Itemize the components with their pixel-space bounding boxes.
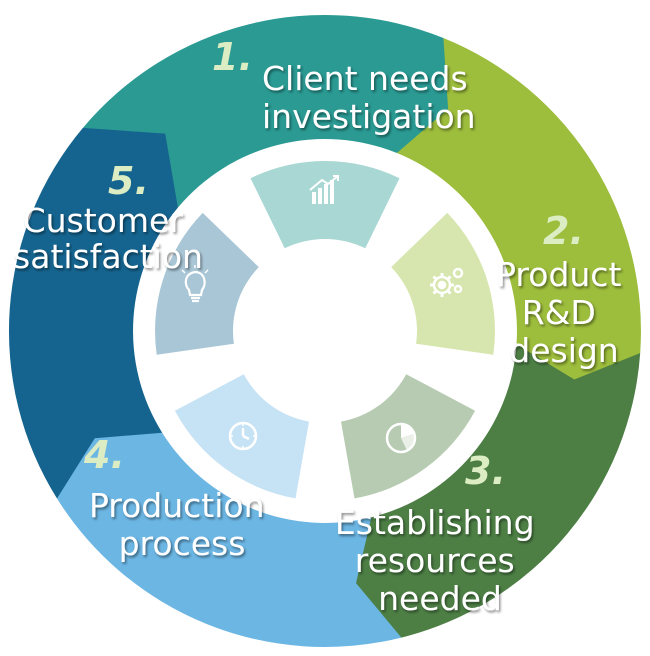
step-5-inner-segment xyxy=(155,212,259,355)
clock-icon xyxy=(228,421,258,451)
step-4-label: Production process xyxy=(89,486,275,563)
step-5-number: 5. xyxy=(108,159,149,203)
step-1-number: 1. xyxy=(212,35,253,79)
bar-chart-growth-icon xyxy=(309,175,339,204)
step-3-label-line-2: resources xyxy=(355,541,515,580)
step-5-outer-segment xyxy=(8,127,178,499)
step-3-outer-segment xyxy=(338,344,641,638)
step-2-label-line-3: design xyxy=(509,331,618,370)
step-5-label: Customer satisfaction xyxy=(13,201,203,276)
lightbulb-icon xyxy=(181,265,209,303)
step-1-label: Client needs investigation xyxy=(262,59,478,136)
step-4-label-line-1: Production xyxy=(89,486,265,525)
step-4-inner-segment xyxy=(174,374,309,499)
step-3-label-line-1: Establishing xyxy=(335,503,535,542)
step-4-outer-segment xyxy=(57,422,402,647)
step-5-label-line-2: satisfaction xyxy=(13,237,203,276)
step-3-number: 3. xyxy=(465,449,506,493)
step-1-inner-segment xyxy=(250,161,400,249)
step-1-label-line-1: Client needs xyxy=(262,59,468,98)
step-4-number: 4. xyxy=(83,433,125,477)
step-labels: Client needs investigation Product R&D d… xyxy=(13,59,632,618)
step-1-label-line-2: investigation xyxy=(262,97,476,136)
step-2-label-line-2: R&D xyxy=(522,293,596,332)
step-numbers: 1. 2. 3. 4. 5. xyxy=(83,35,584,493)
step-2-label-line-1: Product xyxy=(496,255,621,294)
step-1-outer-segment xyxy=(82,14,464,208)
step-2-outer-segment xyxy=(396,38,641,397)
step-3-label-line-3: needed xyxy=(378,579,502,618)
step-2-number: 2. xyxy=(543,209,584,253)
inner-ring xyxy=(155,161,495,499)
step-2-label: Product R&D design xyxy=(496,255,632,370)
gears-icon xyxy=(430,267,464,297)
step-5-label-line-1: Customer xyxy=(23,201,184,240)
step-3-label: Establishing resources needed xyxy=(335,503,545,618)
outer-ring xyxy=(8,14,641,647)
step-4-label-line-2: process xyxy=(119,524,246,563)
pie-chart-icon xyxy=(385,422,417,454)
